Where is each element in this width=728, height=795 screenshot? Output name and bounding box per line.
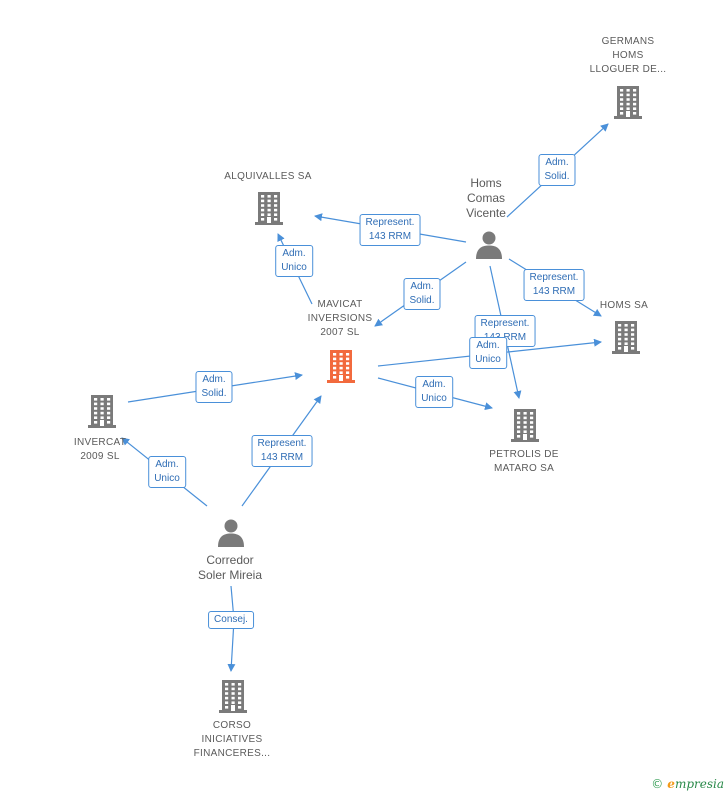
brand-initial: e [667, 777, 675, 791]
label-line: HOMS SA [599, 300, 649, 311]
company-name-label[interactable]: INVERCAT 2009 SL [74, 436, 126, 464]
copyright-footer: ©empresia [651, 777, 724, 791]
company-name-label[interactable]: GERMANS HOMS LLOGUER DE... [590, 35, 667, 77]
label-line: LLOGUER DE... [589, 64, 667, 75]
relationship-badge[interactable]: Represent. 143 RRM [523, 269, 585, 301]
label-line: Vicente [466, 206, 506, 220]
label-line: MATARO SA [493, 463, 555, 474]
label-line: Corredor [206, 553, 254, 567]
label-line: Soler Mireia [197, 568, 263, 582]
building-icon[interactable] [611, 320, 641, 359]
person-icon[interactable] [474, 230, 504, 265]
label-line: Homs [470, 176, 502, 190]
building-icon[interactable] [87, 394, 117, 433]
badge-line: Unico [281, 262, 307, 273]
badge-line: Adm. [155, 459, 179, 470]
badge-line: 143 RRM [260, 452, 304, 463]
company-name-label[interactable]: ALQUIVALLES SA [224, 170, 311, 184]
badge-line: Consej. [214, 614, 248, 625]
building-icon[interactable] [218, 679, 248, 718]
badge-line: Represent. [365, 217, 415, 228]
label-line: INICIATIVES [201, 734, 263, 745]
badge-line: Adm. [476, 340, 500, 351]
company-name-label[interactable]: CORSO INICIATIVES FINANCERES... [194, 719, 271, 761]
label-line: GERMANS [601, 36, 655, 47]
building-icon[interactable] [326, 349, 356, 388]
label-line: INVERSIONS [307, 313, 373, 324]
label-line: FINANCERES... [193, 748, 271, 759]
company-name-label[interactable]: HOMS SA [600, 299, 648, 313]
relationship-badge[interactable]: Consej. [208, 611, 254, 629]
building-icon[interactable] [254, 191, 284, 230]
label-line: Comas [466, 191, 505, 205]
relationship-badge[interactable]: Adm. Unico [469, 337, 507, 369]
badge-line: Unico [421, 393, 447, 404]
badge-line: Adm. [410, 281, 434, 292]
relationship-badge[interactable]: Represent. 143 RRM [359, 214, 421, 246]
badge-line: Represent. [257, 438, 307, 449]
badge-line: Solid. [409, 295, 435, 306]
label-line: 2009 SL [80, 451, 120, 462]
badge-line: Adm. [202, 374, 226, 385]
label-line: ALQUIVALLES SA [224, 171, 312, 182]
building-icon[interactable] [613, 85, 643, 124]
badge-line: 143 RRM [532, 286, 576, 297]
relationship-badge[interactable]: Adm. Unico [275, 245, 313, 277]
relationship-badge[interactable]: Adm. Unico [148, 456, 186, 488]
badge-line: Adm. [545, 157, 569, 168]
label-line: HOMS [612, 50, 644, 61]
badge-line: Represent. [480, 318, 530, 329]
badge-line: Solid. [544, 171, 570, 182]
badge-line: Unico [154, 473, 180, 484]
relationship-badge[interactable]: Adm. Solid. [538, 154, 576, 186]
label-line: 2007 SL [320, 327, 360, 338]
brand-name: mpresia [674, 777, 724, 791]
label-line: MAVICAT [317, 299, 363, 310]
label-line: CORSO [212, 720, 252, 731]
badge-line: Solid. [201, 388, 227, 399]
copyright-icon: © [651, 777, 664, 791]
badge-line: 143 RRM [368, 231, 412, 242]
badge-line: Adm. [282, 248, 306, 259]
label-line: INVERCAT [73, 437, 127, 448]
relationship-badge[interactable]: Represent. 143 RRM [251, 435, 313, 467]
badge-line: Represent. [529, 272, 579, 283]
relationship-badge[interactable]: Adm. Solid. [195, 371, 233, 403]
label-line: PETROLIS DE [489, 449, 559, 460]
relationship-badge[interactable]: Adm. Solid. [403, 278, 441, 310]
relationship-badge[interactable]: Adm. Unico [415, 376, 453, 408]
badge-line: Unico [475, 354, 501, 365]
building-icon[interactable] [510, 408, 540, 447]
badge-line: Adm. [422, 379, 446, 390]
company-name-label[interactable]: PETROLIS DE MATARO SA [489, 448, 558, 476]
person-icon[interactable] [216, 518, 246, 553]
company-name-label[interactable]: MAVICAT INVERSIONS 2007 SL [308, 298, 373, 340]
